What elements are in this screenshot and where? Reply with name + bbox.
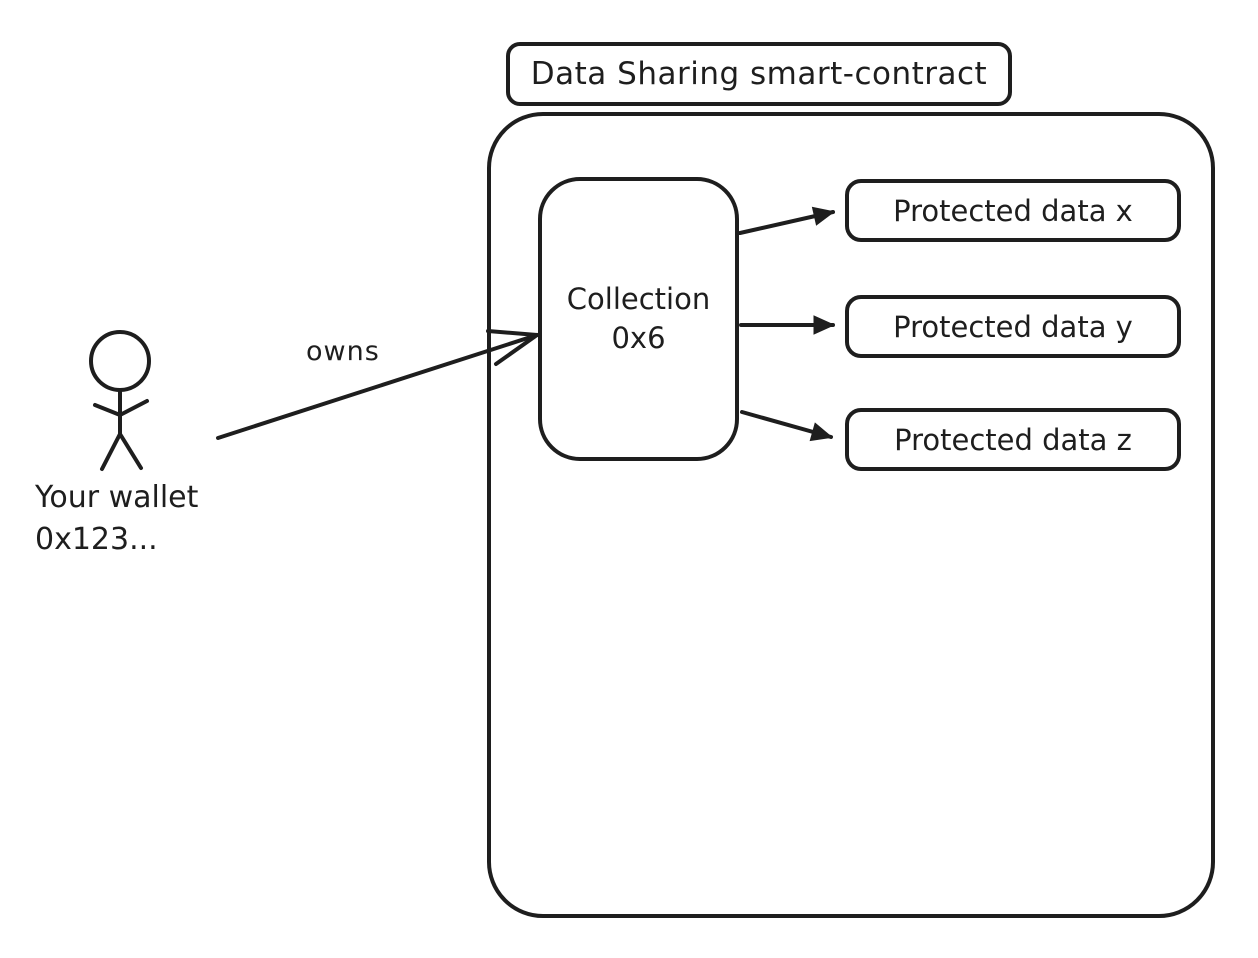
stick-figure-head — [89, 330, 151, 392]
protected-data-x-box: Protected data x — [845, 179, 1181, 242]
wallet-label-address: 0x123... — [35, 522, 158, 557]
owns-label: owns — [306, 336, 380, 367]
smart-contract-title: Data Sharing smart-contract — [530, 56, 988, 92]
stick-figure — [89, 330, 151, 471]
collection-id: 0x6 — [611, 321, 666, 355]
collection-box: Collection 0x6 — [538, 177, 739, 461]
protected-data-z-label: Protected data z — [894, 422, 1132, 457]
wallet-label-name: Your wallet — [35, 480, 199, 515]
stick-figure-legs — [100, 432, 143, 471]
smart-contract-title-box: Data Sharing smart-contract — [506, 42, 1012, 106]
collection-label: Collection — [566, 282, 711, 316]
protected-data-y-box: Protected data y — [845, 295, 1181, 358]
protected-data-z-box: Protected data z — [845, 408, 1181, 471]
wallet-label: Your wallet 0x123... — [35, 477, 198, 561]
protected-data-x-label: Protected data x — [893, 193, 1133, 228]
protected-data-y-label: Protected data y — [893, 309, 1133, 344]
stick-figure-arms — [93, 399, 149, 417]
